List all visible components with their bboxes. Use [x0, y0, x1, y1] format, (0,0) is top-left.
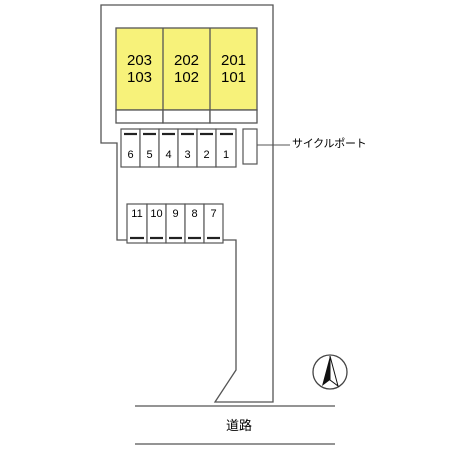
- road-label: 道路: [226, 418, 253, 433]
- unit-upper-label: 202: [173, 52, 200, 69]
- unit-203-103: 203 103: [116, 28, 163, 110]
- unit-upper-label: 203: [126, 52, 153, 69]
- parking-space-label: 5: [146, 149, 153, 161]
- unit-upper-label: 201: [220, 52, 247, 69]
- parking-space-6: 6: [121, 142, 140, 168]
- parking-space-label: 11: [131, 208, 143, 220]
- parking-space-3: 3: [178, 142, 197, 168]
- parking-space-label: 3: [184, 149, 191, 161]
- parking-space-label: 7: [210, 208, 217, 220]
- parking-space-4: 4: [159, 142, 178, 168]
- unit-lower-label: 101: [220, 69, 247, 86]
- parking-space-label: 9: [172, 208, 179, 220]
- parking-space-5: 5: [140, 142, 159, 168]
- parking-space-10: 10: [147, 204, 166, 224]
- parking-space-2: 2: [197, 142, 216, 168]
- parking-space-1: 1: [216, 142, 236, 168]
- parking-space-7: 7: [204, 204, 223, 224]
- unit-lower-label: 103: [126, 69, 153, 86]
- parking-space-11: 11: [127, 204, 147, 224]
- north-arrow-icon: [312, 354, 348, 390]
- cycle-port-label: サイクルポート: [292, 138, 367, 150]
- parking-space-label: 4: [165, 149, 172, 161]
- parking-row-upper: [120, 128, 237, 168]
- parking-space-8: 8: [185, 204, 204, 224]
- parking-row-lower: [126, 203, 224, 244]
- cycle-port: [242, 128, 258, 165]
- parking-space-label: 6: [127, 149, 134, 161]
- parking-space-label: 8: [191, 208, 198, 220]
- unit-lower-label: 102: [173, 69, 200, 86]
- parking-space-9: 9: [166, 204, 185, 224]
- unit-202-102: 202 102: [163, 28, 210, 110]
- parking-space-label: 10: [150, 208, 163, 220]
- unit-201-101: 201 101: [210, 28, 257, 110]
- parking-space-label: 2: [203, 149, 210, 161]
- parking-space-label: 1: [222, 149, 230, 161]
- building-block: [115, 27, 258, 124]
